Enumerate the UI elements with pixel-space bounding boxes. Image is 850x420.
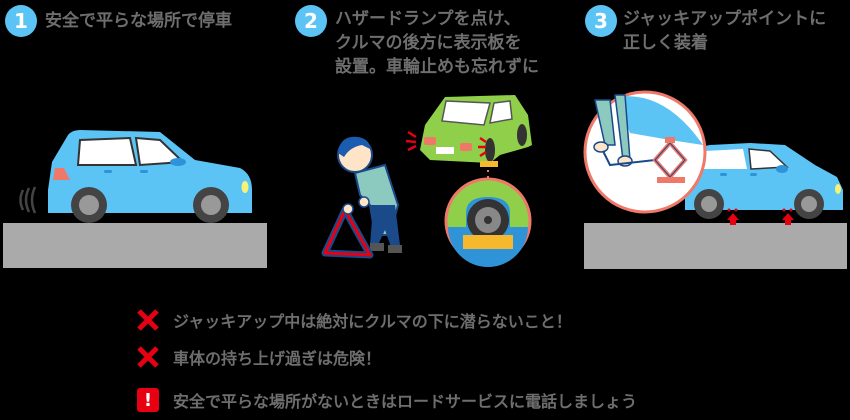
note-no-overlift: 車体の持ち上げ過ぎは危険！ bbox=[135, 344, 381, 370]
wheel-chock-zoom-icon bbox=[444, 177, 532, 267]
ground bbox=[584, 223, 847, 269]
note-text: 車体の持ち上げ過ぎは危険！ bbox=[173, 349, 382, 368]
jack-point-arrow-icon bbox=[727, 208, 794, 225]
man-with-triangle-icon bbox=[321, 136, 402, 259]
blue-car-icon bbox=[685, 143, 843, 219]
hazard-setup-illustration bbox=[321, 95, 532, 267]
exclamation-icon: ! bbox=[135, 387, 161, 413]
cross-icon bbox=[135, 344, 161, 370]
step-2-title: ハザードランプを点け、 クルマの後方に表示板を 設置。車輪止めも忘れずに bbox=[335, 9, 539, 77]
step-3-title: ジャッキアップポイントに 正しく装着 bbox=[623, 9, 827, 53]
note-no-crawl-under: ジャッキアップ中は絶対にクルマの下に潜らないこと！ bbox=[135, 307, 572, 333]
parked-car-illustration bbox=[3, 130, 267, 268]
jack-zoom-icon bbox=[583, 90, 707, 214]
step-1-title: 安全で平らな場所で停車 bbox=[45, 11, 232, 31]
step-3-badge: 3 bbox=[585, 5, 617, 37]
green-car-icon bbox=[420, 95, 532, 167]
note-text: ジャッキアップ中は絶対にクルマの下に潜らないこと！ bbox=[173, 312, 572, 331]
cross-icon bbox=[135, 307, 161, 333]
step-1-badge: 1 bbox=[5, 5, 37, 37]
note-call-road-service: ! 安全で平らな場所がないときはロードサービスに電話しましょう bbox=[135, 387, 637, 413]
blue-car-icon bbox=[48, 130, 252, 223]
step-2-badge: 2 bbox=[295, 5, 327, 37]
note-text: 安全で平らな場所がないときはロードサービスに電話しましょう bbox=[173, 392, 638, 411]
hazard-waves-icon bbox=[19, 186, 37, 214]
hazard-flash-icon bbox=[405, 130, 487, 158]
jack-illustration bbox=[583, 90, 847, 269]
ground bbox=[3, 223, 267, 268]
